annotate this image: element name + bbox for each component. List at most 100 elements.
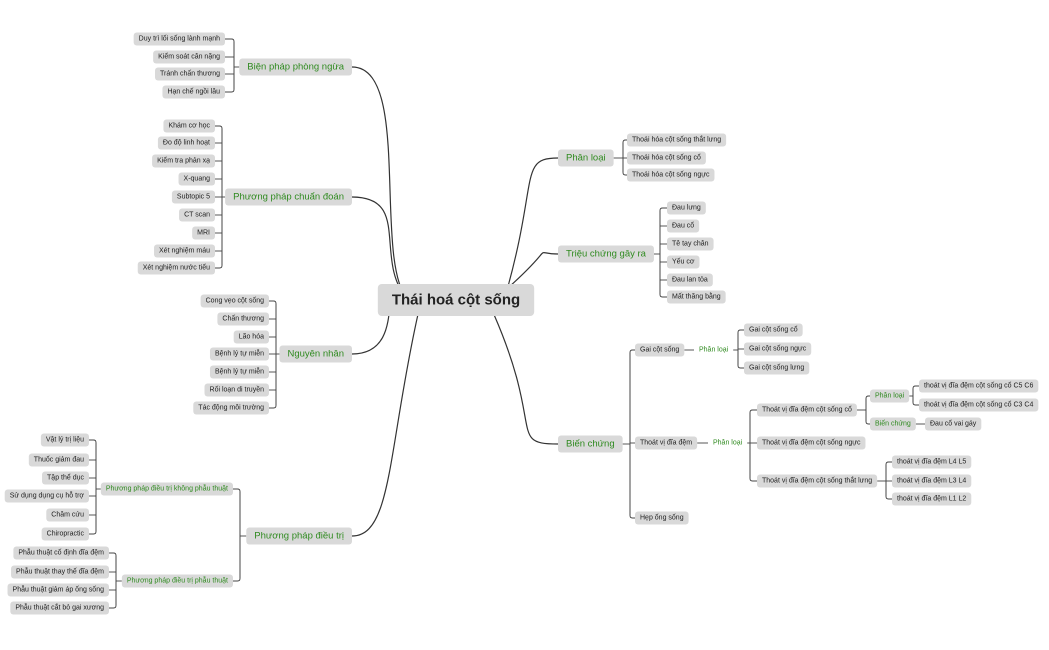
leaf-dau-lan-toa[interactable]: Đau lan tỏa [667,273,713,287]
node-hep-ong-song[interactable]: Hẹp ống sống [635,511,689,525]
node-label: thoát vị đĩa đệm cột sống cổ C3 C4 [924,400,1033,409]
leaf-chiropractic[interactable]: Chiropractic [41,527,89,541]
node-box [870,417,916,431]
node-label: Thoát vị đĩa đệm cột sống thắt lưng [762,476,872,485]
leaf-subtopic-5[interactable]: Subtopic 5 [171,190,215,204]
node-label: Lão hóa [239,334,264,341]
leaf-roi-loan-di-truyen[interactable]: Rối loạn di truyền [204,383,269,397]
leaf-phau-thuat-cat-bo-gai-xuong[interactable]: Phẫu thuật cắt bỏ gai xương [10,601,109,615]
node-label: Phẫu thuật cắt bỏ gai xương [15,603,104,612]
leaf-su-dung-dung-cu-ho-tro[interactable]: Sử dụng dụng cụ hỗ trợ [4,489,89,503]
leaf-te-tay-chan[interactable]: Tê tay chân [667,237,714,251]
leaf-thuoc-giam-dau[interactable]: Thuốc giảm đau [28,453,89,467]
leaf-xet-nghiem-nuoc-tieu[interactable]: Xét nghiệm nước tiểu [137,261,215,275]
node-label: Thoát vị đĩa đệm cột sống cổ [762,405,852,414]
leaf-thoat-vi-dia-dem-l1-l2[interactable]: thoát vị đĩa đệm L1 L2 [892,492,972,506]
node-gai-cot-song[interactable]: Gai cột sống [635,343,685,357]
leaf-phau-thuat-giam-ap-ong-song[interactable]: Phẫu thuật giảm áp ống sống [7,583,109,597]
leaf-lao-hoa[interactable]: Lão hóa [233,330,269,344]
group-phan-loai[interactable]: Phân loại [870,389,910,403]
leaf-chan-thuong[interactable]: Chấn thương [217,312,269,326]
group-bien-chung[interactable]: Biến chứng [870,417,916,431]
branch-trieu-chung-gay-ra[interactable]: Triệu chứng gây ra [558,245,654,263]
leaf-do-do-linh-hoat[interactable]: Đo độ linh hoạt [157,136,215,150]
leaf-xet-nghiem-mau[interactable]: Xét nghiệm máu [154,244,215,258]
node-label: Thoát vị đĩa đệm [640,440,692,447]
node-thoat-vi-dia-dem-cot-song-co[interactable]: Thoát vị đĩa đệm cột sống cổ [757,403,857,417]
leaf-cham-cuu[interactable]: Châm cứu [46,508,89,522]
leaf-dau-lung[interactable]: Đau lưng [667,201,706,215]
node-label: Phẫu thuật giảm áp ống sống [13,585,105,594]
leaf-dau-co-vai-gay[interactable]: Đau cổ vai gáy [925,417,982,431]
node-label: thoát vị đĩa đệm L3 L4 [897,478,966,485]
branch-bien-chung[interactable]: Biến chứng [558,435,623,453]
node-box [558,435,623,453]
leaf-han-che-ngoi-lau[interactable]: Hạn chế ngồi lâu [162,85,225,99]
node-box [757,436,866,450]
leaf-gai-cot-song-lung[interactable]: Gai cột sống lưng [744,361,810,375]
leaf-vat-ly-tri-lieu[interactable]: Vật lý trị liệu [40,433,89,447]
leaf-benh-ly-tu-mien[interactable]: Bệnh lý tự miễn [209,365,269,379]
leaf-mri[interactable]: MRI [192,226,215,240]
leaf-dau-co[interactable]: Đau cổ [667,219,700,233]
node-box [667,237,714,251]
node-box [209,347,269,361]
connector-line [215,197,223,269]
leaf-kiem-soat-can-nang[interactable]: Kiểm soát cân nặng [153,50,225,64]
node-thoat-vi-dia-dem-cot-song-that-lung[interactable]: Thoát vị đĩa đệm cột sống thắt lưng [757,474,878,488]
node-label: Phân loại [699,347,729,354]
node-box [209,365,269,379]
root-node[interactable]: Thái hoá cột sống [377,284,535,316]
leaf-gai-cot-song-co[interactable]: Gai cột sống cổ [744,323,803,337]
leaf-thoat-vi-dia-dem-l4-l5[interactable]: thoát vị đĩa đệm L4 L5 [892,455,972,469]
node-label: Phẫu thuật cố định đĩa đệm [18,548,104,557]
node-thoat-vi-dia-dem[interactable]: Thoát vị đĩa đệm [635,436,698,450]
leaf-tac-dong-moi-truong[interactable]: Tác động môi trường [193,401,269,415]
leaf-thoai-hoa-cot-song-co[interactable]: Thoái hóa cột sống cổ [627,151,706,165]
leaf-yeu-co[interactable]: Yếu cơ [667,255,700,269]
branch-bien-phap-phong-ngua[interactable]: Biện pháp phòng ngừa [239,58,352,76]
branch-phuong-phap-chuan-doan[interactable]: Phương pháp chuẩn đoán [225,188,352,206]
leaf-phau-thuat-co-dinh-dia-dem[interactable]: Phẫu thuật cố định đĩa đệm [13,546,109,560]
leaf-cong-veo-cot-song[interactable]: Cong vẹo cột sống [200,294,269,308]
leaf-tap-the-duc[interactable]: Tập thể dục [42,471,89,485]
leaf-kham-co-hoc[interactable]: Khám cơ học [163,119,215,133]
leaf-phau-thuat-thay-the-dia-dem[interactable]: Phẫu thuật thay thế đĩa đệm [11,565,109,579]
node-box [10,601,109,615]
node-box [892,474,972,488]
leaf-ct-scan[interactable]: CT scan [179,208,215,222]
node-label: X-quang [184,176,211,183]
node-box [152,154,215,168]
branch-nguyen-nhan[interactable]: Nguyên nhân [279,345,352,363]
connector-line [629,444,635,519]
node-box [377,284,535,316]
leaf-kiem-tra-phan-xa[interactable]: Kiểm tra phản xạ [152,154,215,168]
leaf-thoai-hoa-cot-song-nguc[interactable]: Thoái hóa cột sống ngực [627,168,715,182]
root-connector [503,157,559,301]
node-label: Đau lan tỏa [672,276,708,284]
label-phan-loai[interactable]: Phân loại [699,347,729,354]
leaf-tranh-chan-thuong[interactable]: Tránh chấn thương [155,67,225,81]
leaf-gai-cot-song-nguc[interactable]: Gai cột sống ngực [744,342,812,356]
leaf-benh-ly-tu-mien[interactable]: Bệnh lý tự miễn [209,347,269,361]
branch-phan-loai[interactable]: Phân loại [558,149,614,167]
leaf-thoat-vi-dia-dem-l3-l4[interactable]: thoát vị đĩa đệm L3 L4 [892,474,972,488]
connector-line [225,38,235,67]
leaf-x-quang[interactable]: X-quang [178,172,215,186]
group-phuong-phap-dieu-tri-khong-phau-thuat[interactable]: Phương pháp điều trị không phẫu thuật [100,482,233,496]
node-box [279,345,352,363]
leaf-thoat-vi-dia-dem-cot-song-co-c3-c4-1[interactable]: thoát vị đĩa đệm cột sống cổ C3 C4 [919,398,1039,412]
leaf-thoai-hoa-cot-song-that-lung[interactable]: Thoái hóa cột sống thắt lưng [627,133,727,147]
node-label: Kiểm soát cân nặng [158,53,220,61]
leaf-duy-tri-loi-song-lanh-manh[interactable]: Duy trì lối sống lành mạnh [133,32,225,46]
leaf-thoat-vi-dia-dem-cot-song-co-c5-c6-0[interactable]: thoát vị đĩa đệm cột sống cổ C5 C6 [919,379,1039,393]
node-label: Phẫu thuật thay thế đĩa đệm [16,567,104,576]
leaf-mat-thang-bang[interactable]: Mất thăng bằng [667,290,726,304]
label-phan-loai[interactable]: Phân loại [713,440,743,447]
branch-phuong-phap-dieu-tri[interactable]: Phương pháp điều trị [246,527,352,545]
node-thoat-vi-dia-dem-cot-song-nguc[interactable]: Thoát vị đĩa đệm cột sống ngực [757,436,866,450]
connector-line [749,409,757,443]
group-phuong-phap-dieu-tri-phau-thuat[interactable]: Phương pháp điều trị phẫu thuật [121,574,233,588]
connector-line [865,395,870,410]
node-box [667,201,706,215]
